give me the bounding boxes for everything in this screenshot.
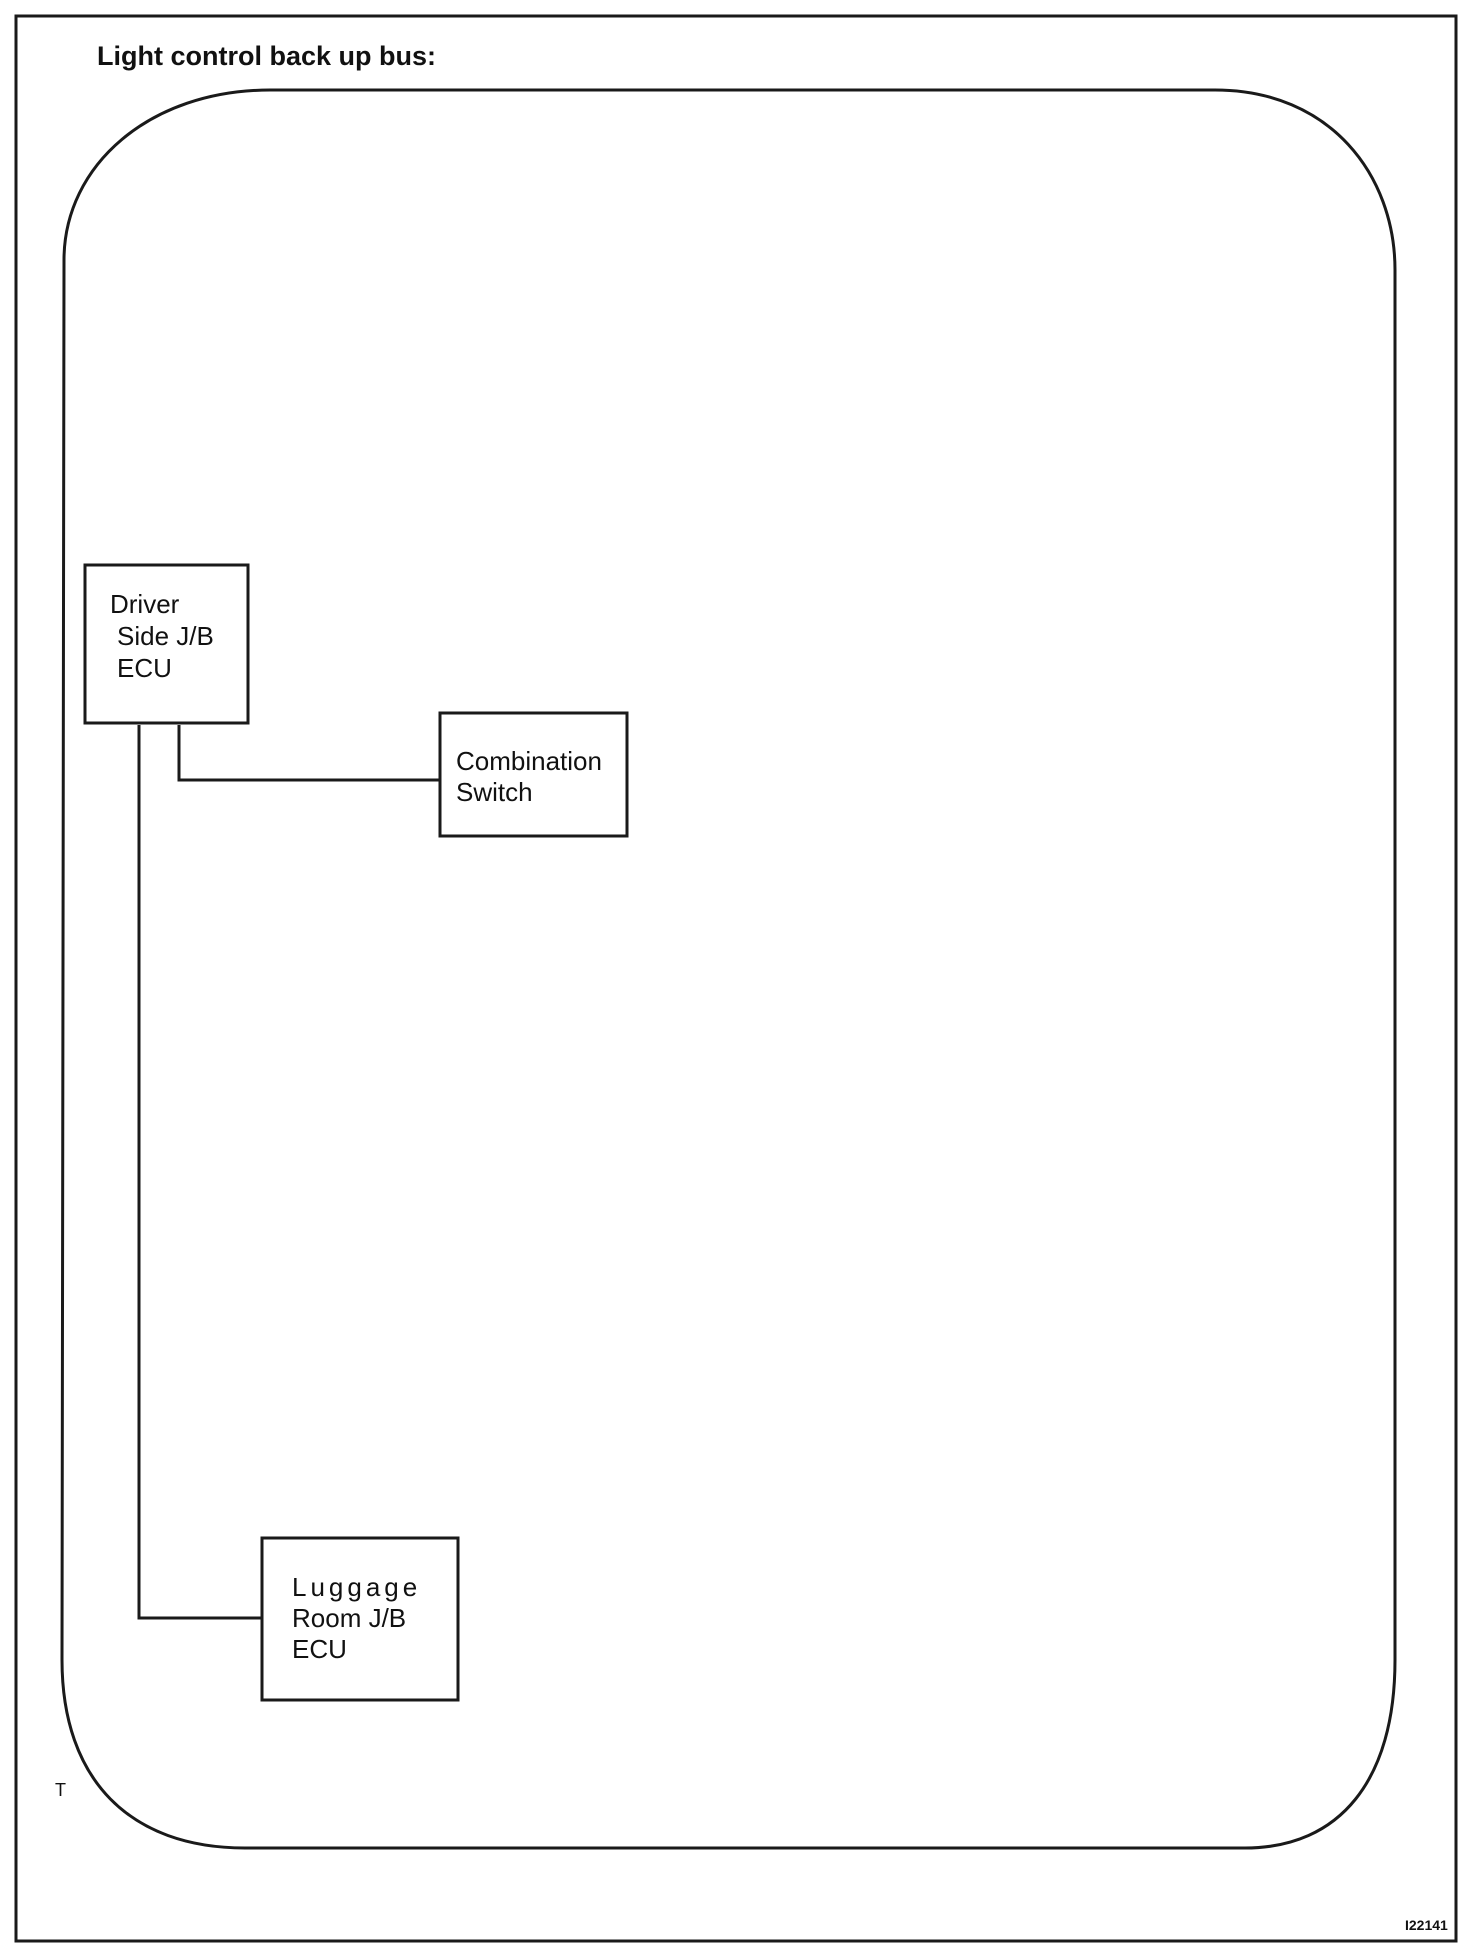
driver-side-jb-ecu-box: Driver Side J/B ECU (83, 563, 250, 725)
combination-switch-label-line2: Switch (456, 777, 533, 807)
driver-side-jb-ecu-label-line2: Side J/B (117, 621, 214, 651)
luggage-room-jb-ecu-label-line3: ECU (292, 1634, 347, 1664)
driver-side-jb-ecu-outline (83, 563, 250, 725)
vehicle-outline (60, 88, 1397, 1850)
luggage-room-jb-ecu-label-line2: Room J/B (292, 1603, 406, 1633)
combination-switch-box: Combination Switch (438, 711, 629, 838)
driver-side-jb-ecu-label-line1: Driver (110, 589, 180, 619)
wire-driver-to-luggage-room (137, 725, 262, 1620)
diagram-title: Light control back up bus: (97, 41, 436, 71)
marker-t: T (55, 1780, 66, 1800)
combination-switch-label-line1: Combination (456, 746, 602, 776)
luggage-room-jb-ecu-outline (260, 1536, 460, 1702)
luggage-room-jb-ecu-box: Luggage Room J/B ECU (260, 1536, 460, 1702)
combination-switch-outline (438, 711, 629, 838)
figure-id: I22141 (1405, 1917, 1448, 1933)
driver-side-jb-ecu-label-line3: ECU (117, 653, 172, 683)
luggage-room-jb-ecu-label-line1: Luggage (292, 1572, 421, 1602)
page-frame (14, 14, 1458, 1943)
wire-driver-to-combination-switch (177, 725, 440, 782)
